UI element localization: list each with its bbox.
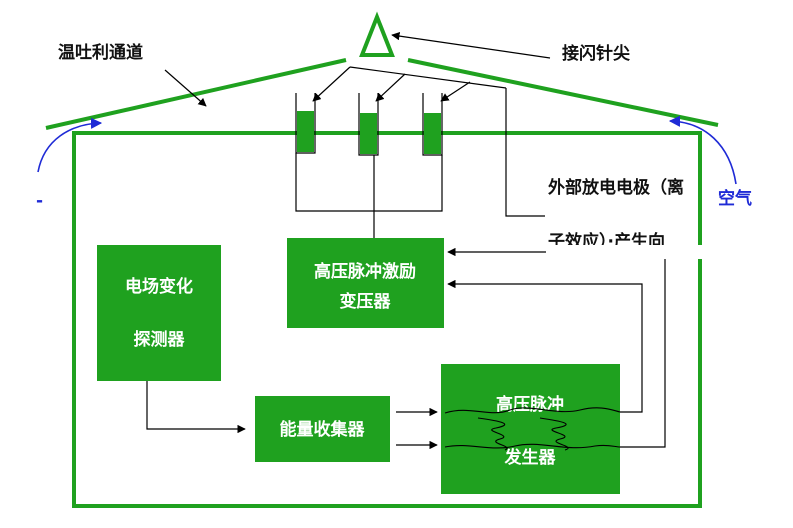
outer-enclosure (72, 131, 702, 508)
wire-needle-trunk (349, 66, 507, 89)
wire-electrode-label (505, 88, 545, 217)
generator-block (441, 364, 620, 494)
generator-label-line2: 发生器 (504, 447, 557, 468)
detector-to-collector-wire (146, 381, 246, 434)
channel-pointer (164, 69, 207, 107)
wire-to-electrode-1 (312, 66, 351, 102)
needle-tip-icon (359, 11, 395, 57)
channel-label: 温吐利通道 (58, 42, 143, 63)
roof-left (45, 58, 347, 130)
air-label: 空气 (718, 188, 752, 209)
needle-tip-label: 接闪针尖 (562, 43, 631, 64)
wire-to-electrode-3 (440, 81, 471, 102)
electrode-label-line1: 外部放电电极（离 (548, 177, 684, 198)
air-flow-left-arrow (37, 117, 103, 173)
air-label-left: - (36, 191, 43, 211)
generator-label-line1: 高压脉冲 (496, 394, 564, 415)
electrode-bus (295, 153, 443, 212)
air-flow-right-arrow (668, 115, 737, 185)
collector-block (255, 396, 390, 462)
detector-label-line1: 电场变化 (125, 276, 193, 297)
label-clip-mask (546, 245, 706, 259)
collector-label: 能量收集器 (280, 419, 366, 440)
detector-label-line2: 探测器 (134, 329, 186, 350)
electrode-tube-3 (422, 93, 443, 156)
wire-to-electrode-2 (375, 73, 406, 102)
needle-pointer (391, 31, 551, 59)
transformer-block (287, 238, 444, 328)
detector-block (97, 245, 221, 381)
roof-right (407, 58, 719, 127)
electrode-tube-2 (358, 93, 379, 156)
electrode-tube-1 (295, 93, 316, 154)
transformer-label-line1: 高压脉冲激励 (314, 261, 416, 282)
generator-coil (444, 407, 621, 451)
transformer-label-line2: 变压器 (340, 291, 392, 312)
generator-to-transformer-upper (447, 279, 643, 413)
